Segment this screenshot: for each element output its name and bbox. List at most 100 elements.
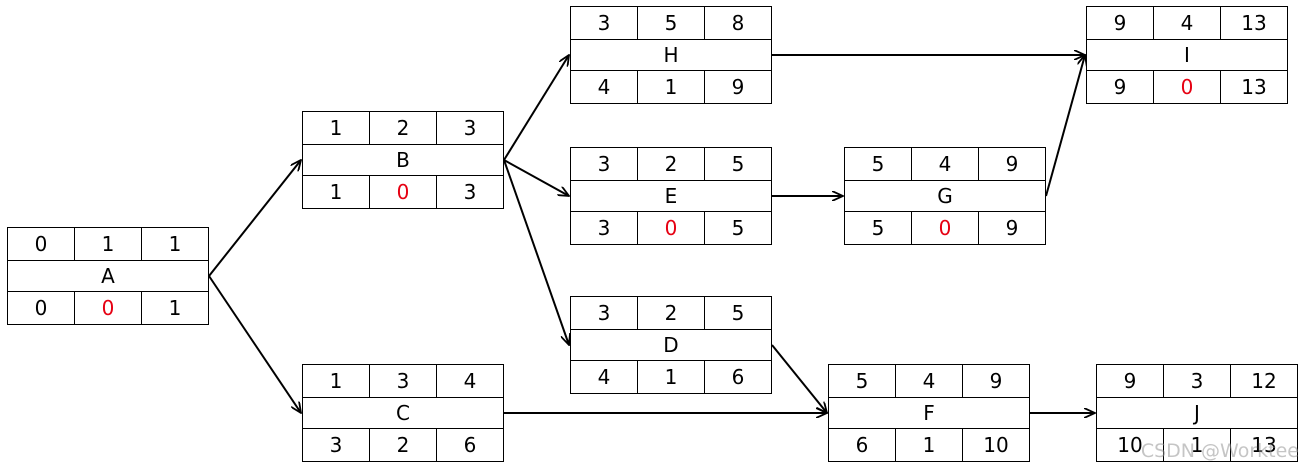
latest-start: 3 — [329, 433, 343, 458]
late-times-row: 5 0 9 — [845, 211, 1045, 244]
earliest-finish: 12 — [1230, 365, 1297, 397]
latest-finish: 9 — [704, 71, 771, 103]
activity-label: I — [1184, 42, 1190, 67]
duration: 4 — [895, 365, 962, 397]
earliest-start: 9 — [1113, 10, 1127, 35]
latest-start: 3 — [597, 216, 611, 241]
activity-label: C — [396, 400, 410, 425]
duration: 3 — [1163, 365, 1230, 397]
early-times-row: 1 3 4 — [303, 365, 503, 398]
latest-start: 9 — [1113, 75, 1127, 100]
earliest-start: 0 — [34, 231, 48, 256]
total-slack: 0 — [637, 212, 704, 244]
late-times-row: 10 1 13 — [1097, 428, 1297, 461]
duration: 2 — [637, 148, 704, 180]
early-times-row: 3 2 5 — [571, 297, 771, 330]
total-slack: 1 — [637, 71, 704, 103]
early-times-row: 0 1 1 — [8, 228, 208, 261]
activity-label: F — [923, 400, 935, 425]
activity-name-row: A — [8, 260, 208, 293]
edge-b-to-d — [503, 159, 569, 345]
activity-label: D — [663, 332, 679, 357]
total-slack: 0 — [369, 176, 436, 208]
activity-label: J — [1194, 400, 1200, 425]
earliest-start: 1 — [329, 115, 343, 140]
activity-node-d: 3 2 5 D 4 1 6 — [570, 296, 772, 394]
early-times-row: 5 4 9 — [829, 365, 1029, 398]
activity-name-row: D — [571, 329, 771, 362]
edge-b-to-h — [503, 55, 569, 161]
earliest-finish: 9 — [978, 148, 1045, 180]
activity-label: A — [101, 263, 115, 288]
activity-node-b: 1 2 3 B 1 0 3 — [302, 111, 504, 209]
latest-start: 10 — [1117, 433, 1143, 458]
activity-name-row: H — [571, 39, 771, 72]
early-times-row: 9 4 13 — [1087, 7, 1287, 40]
total-slack: 1 — [637, 361, 704, 393]
late-times-row: 4 1 6 — [571, 360, 771, 393]
late-times-row: 3 2 6 — [303, 428, 503, 461]
latest-start: 4 — [597, 75, 611, 100]
latest-finish: 6 — [436, 429, 503, 461]
edge-b-to-e — [503, 159, 569, 196]
earliest-finish: 1 — [141, 228, 208, 260]
earliest-start: 5 — [871, 151, 885, 176]
earliest-finish: 9 — [962, 365, 1029, 397]
activity-label: E — [664, 183, 678, 208]
total-slack: 1 — [1163, 429, 1230, 461]
earliest-finish: 13 — [1220, 7, 1287, 39]
edge-a-to-b — [208, 160, 301, 277]
latest-finish: 13 — [1220, 71, 1287, 103]
activity-name-row: F — [829, 397, 1029, 430]
activity-node-a: 0 1 1 A 0 0 1 — [7, 227, 209, 325]
late-times-row: 9 0 13 — [1087, 70, 1287, 103]
activity-node-h: 3 5 8 H 4 1 9 — [570, 6, 772, 104]
duration: 3 — [369, 365, 436, 397]
late-times-row: 0 0 1 — [8, 291, 208, 324]
activity-name-row: E — [571, 180, 771, 213]
earliest-finish: 5 — [704, 148, 771, 180]
activity-label: H — [663, 42, 679, 67]
early-times-row: 5 4 9 — [845, 148, 1045, 181]
early-times-row: 3 5 8 — [571, 7, 771, 40]
latest-start: 5 — [871, 216, 885, 241]
duration: 2 — [369, 112, 436, 144]
earliest-finish: 8 — [704, 7, 771, 39]
total-slack: 0 — [911, 212, 978, 244]
activity-name-row: C — [303, 397, 503, 430]
latest-finish: 13 — [1230, 429, 1297, 461]
early-times-row: 1 2 3 — [303, 112, 503, 145]
earliest-finish: 5 — [704, 297, 771, 329]
edge-g-to-i — [1045, 55, 1085, 197]
late-times-row: 3 0 5 — [571, 211, 771, 244]
activity-node-e: 3 2 5 E 3 0 5 — [570, 147, 772, 245]
latest-start: 6 — [855, 433, 869, 458]
latest-start: 4 — [597, 365, 611, 390]
earliest-start: 3 — [597, 151, 611, 176]
latest-finish: 9 — [978, 212, 1045, 244]
latest-finish: 10 — [962, 429, 1029, 461]
latest-finish: 1 — [141, 292, 208, 324]
activity-label: G — [937, 183, 953, 208]
activity-label: B — [396, 147, 410, 172]
duration: 1 — [74, 228, 141, 260]
late-times-row: 6 1 10 — [829, 428, 1029, 461]
activity-node-j: 9 3 12 J 10 1 13 — [1096, 364, 1298, 462]
total-slack: 1 — [895, 429, 962, 461]
total-slack: 0 — [1153, 71, 1220, 103]
activity-node-f: 5 4 9 F 6 1 10 — [828, 364, 1030, 462]
earliest-start: 3 — [597, 10, 611, 35]
duration: 2 — [637, 297, 704, 329]
earliest-start: 5 — [855, 368, 869, 393]
activity-node-c: 1 3 4 C 3 2 6 — [302, 364, 504, 462]
duration: 4 — [911, 148, 978, 180]
early-times-row: 9 3 12 — [1097, 365, 1297, 398]
earliest-finish: 3 — [436, 112, 503, 144]
total-slack: 2 — [369, 429, 436, 461]
edge-d-to-f — [771, 344, 827, 413]
activity-name-row: G — [845, 180, 1045, 213]
activity-name-row: J — [1097, 397, 1297, 430]
activity-name-row: B — [303, 144, 503, 177]
earliest-start: 1 — [329, 368, 343, 393]
